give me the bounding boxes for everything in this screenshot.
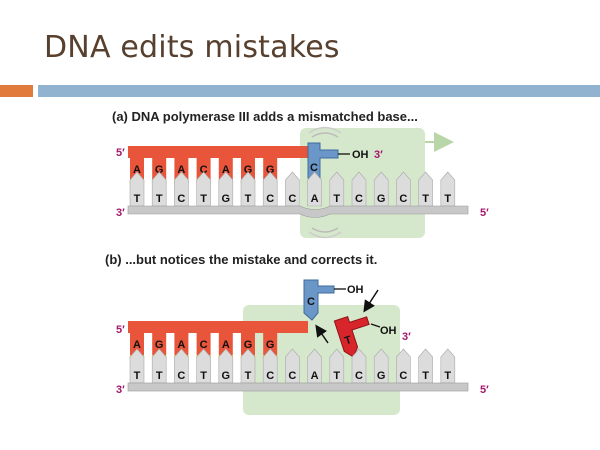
panel-b-template-base-letter: T [422,370,429,382]
panel-a-template-base [307,171,322,207]
panel-b-template-base-letter: T [134,370,141,382]
panel-b-new-strand-base-letter: C [200,339,208,351]
panel-b-new-strand-base-letter: A [133,339,141,351]
panel-a-oh-3prime: 3′ [374,149,383,161]
slide-title: DNA edits mistakes [44,30,340,65]
panel-a-vibration-arc [311,227,339,233]
panel-a-template-base-letter: A [311,193,319,205]
panel-b-5prime-bottom: 5′ [480,384,489,396]
panel-b-incoming-oh-bond [370,323,381,328]
panel-b-new-strand-base-letter: A [222,339,230,351]
panel-b-template-base-letter: T [444,370,451,382]
panel-a-mismatched-base-letter: C [310,162,318,174]
panel-b-incoming-oh-label: OH [380,325,397,337]
panel-a-template-base-letter: C [288,193,296,205]
panel-a-vibration-arc [308,231,342,239]
panel-b-template-backbone [127,382,469,392]
panel-b-removed-nucleotide: C [303,279,335,321]
panel-a-template-base-letter: C [177,193,185,205]
title-accent-bar-orange [0,85,33,97]
title-accent-bar-blue [38,85,600,97]
panel-a-template-base-letter: T [156,193,163,205]
panel-b-removed-oh-label: OH [347,284,364,296]
panel-a-template-base-letter: T [444,193,451,205]
panel-b-caption: (b) ...but notices the mistake and corre… [105,252,377,267]
panel-a-template-base-letter: G [222,193,231,205]
panel-b-template-base-letter: C [177,370,185,382]
panel-a-template-base-letter: T [422,193,429,205]
panel-a-5prime-top: 5′ [116,147,125,159]
panel-b-removal-arrow [315,324,329,344]
panel-b-template-base-letter: T [200,370,207,382]
panel-b-new-strand-base-letter: G [244,339,253,351]
panel-a-template-base-letter: T [200,193,207,205]
panel-a-new-strand-base-letter: G [266,164,275,176]
panel-a-template-base-letter: C [355,193,363,205]
panel-a-vibration-arc [308,126,342,134]
panel-b-new-strand-base-letter: G [155,339,164,351]
panel-b-3prime-bottom: 3′ [116,384,125,396]
panel-a-new-strand-base-letter: G [155,164,164,176]
panel-a-new-strand-base-letter: C [200,164,208,176]
panel-a-new-strand-backbone [128,146,308,158]
panel-b-template-base-letter: C [399,370,407,382]
panel-b-template-base-letter: G [222,370,231,382]
panel-a-template-backbone [127,205,469,218]
panel-b-insertion-arrow [363,289,379,313]
panel-b-template-base-letter: T [156,370,163,382]
panel-a-new-strand-base-letter: A [222,164,230,176]
panel-a-new-strand-base-letter: A [133,164,141,176]
panel-b-template-base-letter: G [377,370,386,382]
panel-b-incoming-base-letter: T [343,334,353,348]
panel-b-5prime-top: 5′ [116,324,125,336]
panel-b-incoming-3prime: 3′ [402,331,411,343]
panel-b-new-strand-base-letter: A [177,339,185,351]
panel-a-oh-label: OH [352,149,369,161]
panel-a-5prime-bottom: 5′ [480,207,489,219]
panel-b-new-strand-base-letter: G [266,339,275,351]
panel-a-3prime-bottom: 3′ [116,207,125,219]
panel-a-template-base-letter: T [245,193,252,205]
panel-b-template-base-letter: C [355,370,363,382]
panel-b-new-strand-backbone [128,321,308,333]
panel-b-template-base-letter: T [245,370,252,382]
panel-a-new-strand-base-letter: A [177,164,185,176]
panel-a-template-base-letter: C [266,193,274,205]
panel-a-template-base-letter: G [377,193,386,205]
panel-b-template-base-letter: T [333,370,340,382]
panel-b-template-base-letter: C [266,370,274,382]
panel-a-template-base-letter: T [333,193,340,205]
panel-a-template-base-letter: T [134,193,141,205]
panel-a-caption: (a) DNA polymerase III adds a mismatched… [112,109,418,124]
panel-a-template-base-letter: C [399,193,407,205]
panel-b-removed-base-letter: C [307,296,315,308]
panel-a-vibration-arc [311,132,339,138]
panel-b-template-base-letter: C [288,370,296,382]
panel-b-template-base-letter: A [311,370,319,382]
panel-a-new-strand-base-letter: G [244,164,253,176]
panel-b-incoming-nucleotide: T [333,316,370,358]
